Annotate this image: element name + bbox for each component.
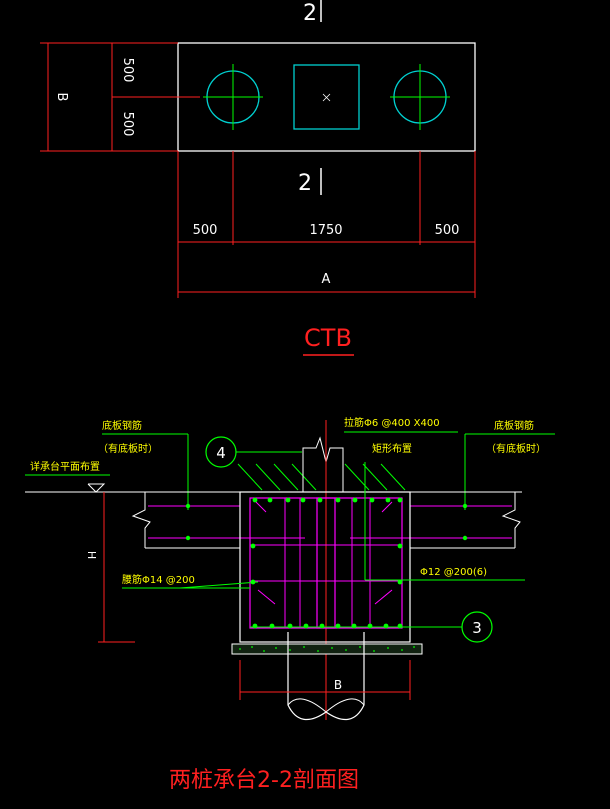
column-center-mark-2 xyxy=(322,93,331,102)
stirrup-inner xyxy=(316,497,336,629)
label-tie: 拉筋Φ6 @400 X400 xyxy=(344,416,440,429)
dim-bottom-right: 500 xyxy=(435,223,460,238)
callout-4-hatch xyxy=(237,463,406,491)
plan-label: CTB xyxy=(304,324,352,352)
slab-bar-dot-right-bot xyxy=(462,535,468,541)
dim-left-upper: 500 xyxy=(120,58,135,83)
section-mark-top: 2 xyxy=(303,1,317,26)
section-title: 两桩承台2-2剖面图 xyxy=(169,768,359,793)
side-rebar-dots xyxy=(250,543,403,585)
leader-waist-diag xyxy=(179,581,259,589)
waist-rebar-lines xyxy=(250,544,402,582)
pile-break-2 xyxy=(325,698,365,713)
slab-bar-dot-left-bot xyxy=(185,535,191,541)
dim-left-lower: 500 xyxy=(120,112,135,137)
label-bottom-rebar-left-2: （有底板时） xyxy=(98,442,158,455)
dim-b-section-label: B xyxy=(334,678,342,692)
callout-4-label: 4 xyxy=(216,444,226,462)
section-mark-bottom: 2 xyxy=(298,171,312,196)
slab-bar-dot-left-top xyxy=(185,503,191,509)
cap-section-outline xyxy=(239,491,411,643)
column-square xyxy=(293,64,360,130)
label-rect: 矩形布置 xyxy=(372,442,412,455)
pile-break-1 xyxy=(287,698,327,713)
callout-3-label: 3 xyxy=(472,619,482,637)
label-rebar: Φ12 @200(6) xyxy=(420,567,487,578)
label-cap-top: 详承台平面布置 xyxy=(30,460,100,473)
dim-h-label: H xyxy=(85,551,98,559)
cushion-layer xyxy=(231,643,423,655)
dim-bottom-mid: 1750 xyxy=(309,223,342,238)
dim-bottom-left: 500 xyxy=(193,223,218,238)
level-symbol xyxy=(87,483,106,493)
top-rebar-dots xyxy=(252,497,403,503)
label-bottom-rebar-right-2: （有底板时） xyxy=(486,442,546,455)
dim-b-label: B xyxy=(54,93,69,102)
cushion-hatch xyxy=(239,646,415,652)
column-stub xyxy=(302,436,344,492)
tie-hooks xyxy=(255,501,393,605)
dim-a-label: A xyxy=(322,272,331,287)
slab-break-left xyxy=(131,492,151,548)
plan-view: 2 B 500 500 2 500 1750 xyxy=(40,0,476,356)
label-bottom-rebar-left-1: 底板钢筋 xyxy=(102,419,142,432)
slab-break-right xyxy=(501,492,521,548)
stirrup-verticals xyxy=(284,498,371,628)
slab-bar-dot-right-top xyxy=(462,503,468,509)
label-bottom-rebar-right-1: 底板钢筋 xyxy=(494,419,534,432)
label-waist: 腰筋Φ14 @200 xyxy=(122,573,195,586)
section-view: 底板钢筋 （有底板时） 拉筋Φ6 @400 X400 矩形布置 底板钢筋 （有底… xyxy=(25,416,555,793)
